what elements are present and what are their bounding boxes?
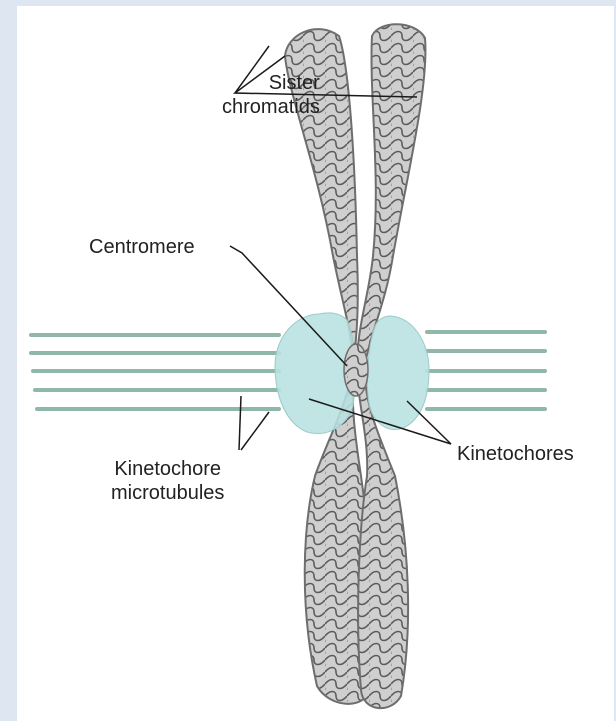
centromere-label: Centromere bbox=[89, 235, 195, 259]
kinetochores-label: Kinetochores bbox=[457, 442, 574, 466]
sister-chromatids-label-line1: Sister bbox=[222, 71, 320, 95]
kinetochore-microtubules-label-line2: microtubules bbox=[111, 481, 224, 505]
microtubules-leader bbox=[241, 412, 269, 450]
kinetochore-microtubules-label-line1: Kinetochore bbox=[111, 457, 224, 481]
microtubules-leader bbox=[239, 396, 241, 450]
sister-chromatids-label-line2: chromatids bbox=[222, 95, 320, 119]
microtubules-right bbox=[427, 332, 545, 409]
centromere bbox=[344, 344, 368, 396]
kinetochore-microtubules-label: Kinetochore microtubules bbox=[111, 457, 224, 505]
sister-chromatids-label: Sister chromatids bbox=[222, 71, 320, 119]
diagram-frame: Sister chromatids Centromere Kinetochore… bbox=[17, 6, 614, 721]
microtubules-left bbox=[31, 335, 279, 409]
